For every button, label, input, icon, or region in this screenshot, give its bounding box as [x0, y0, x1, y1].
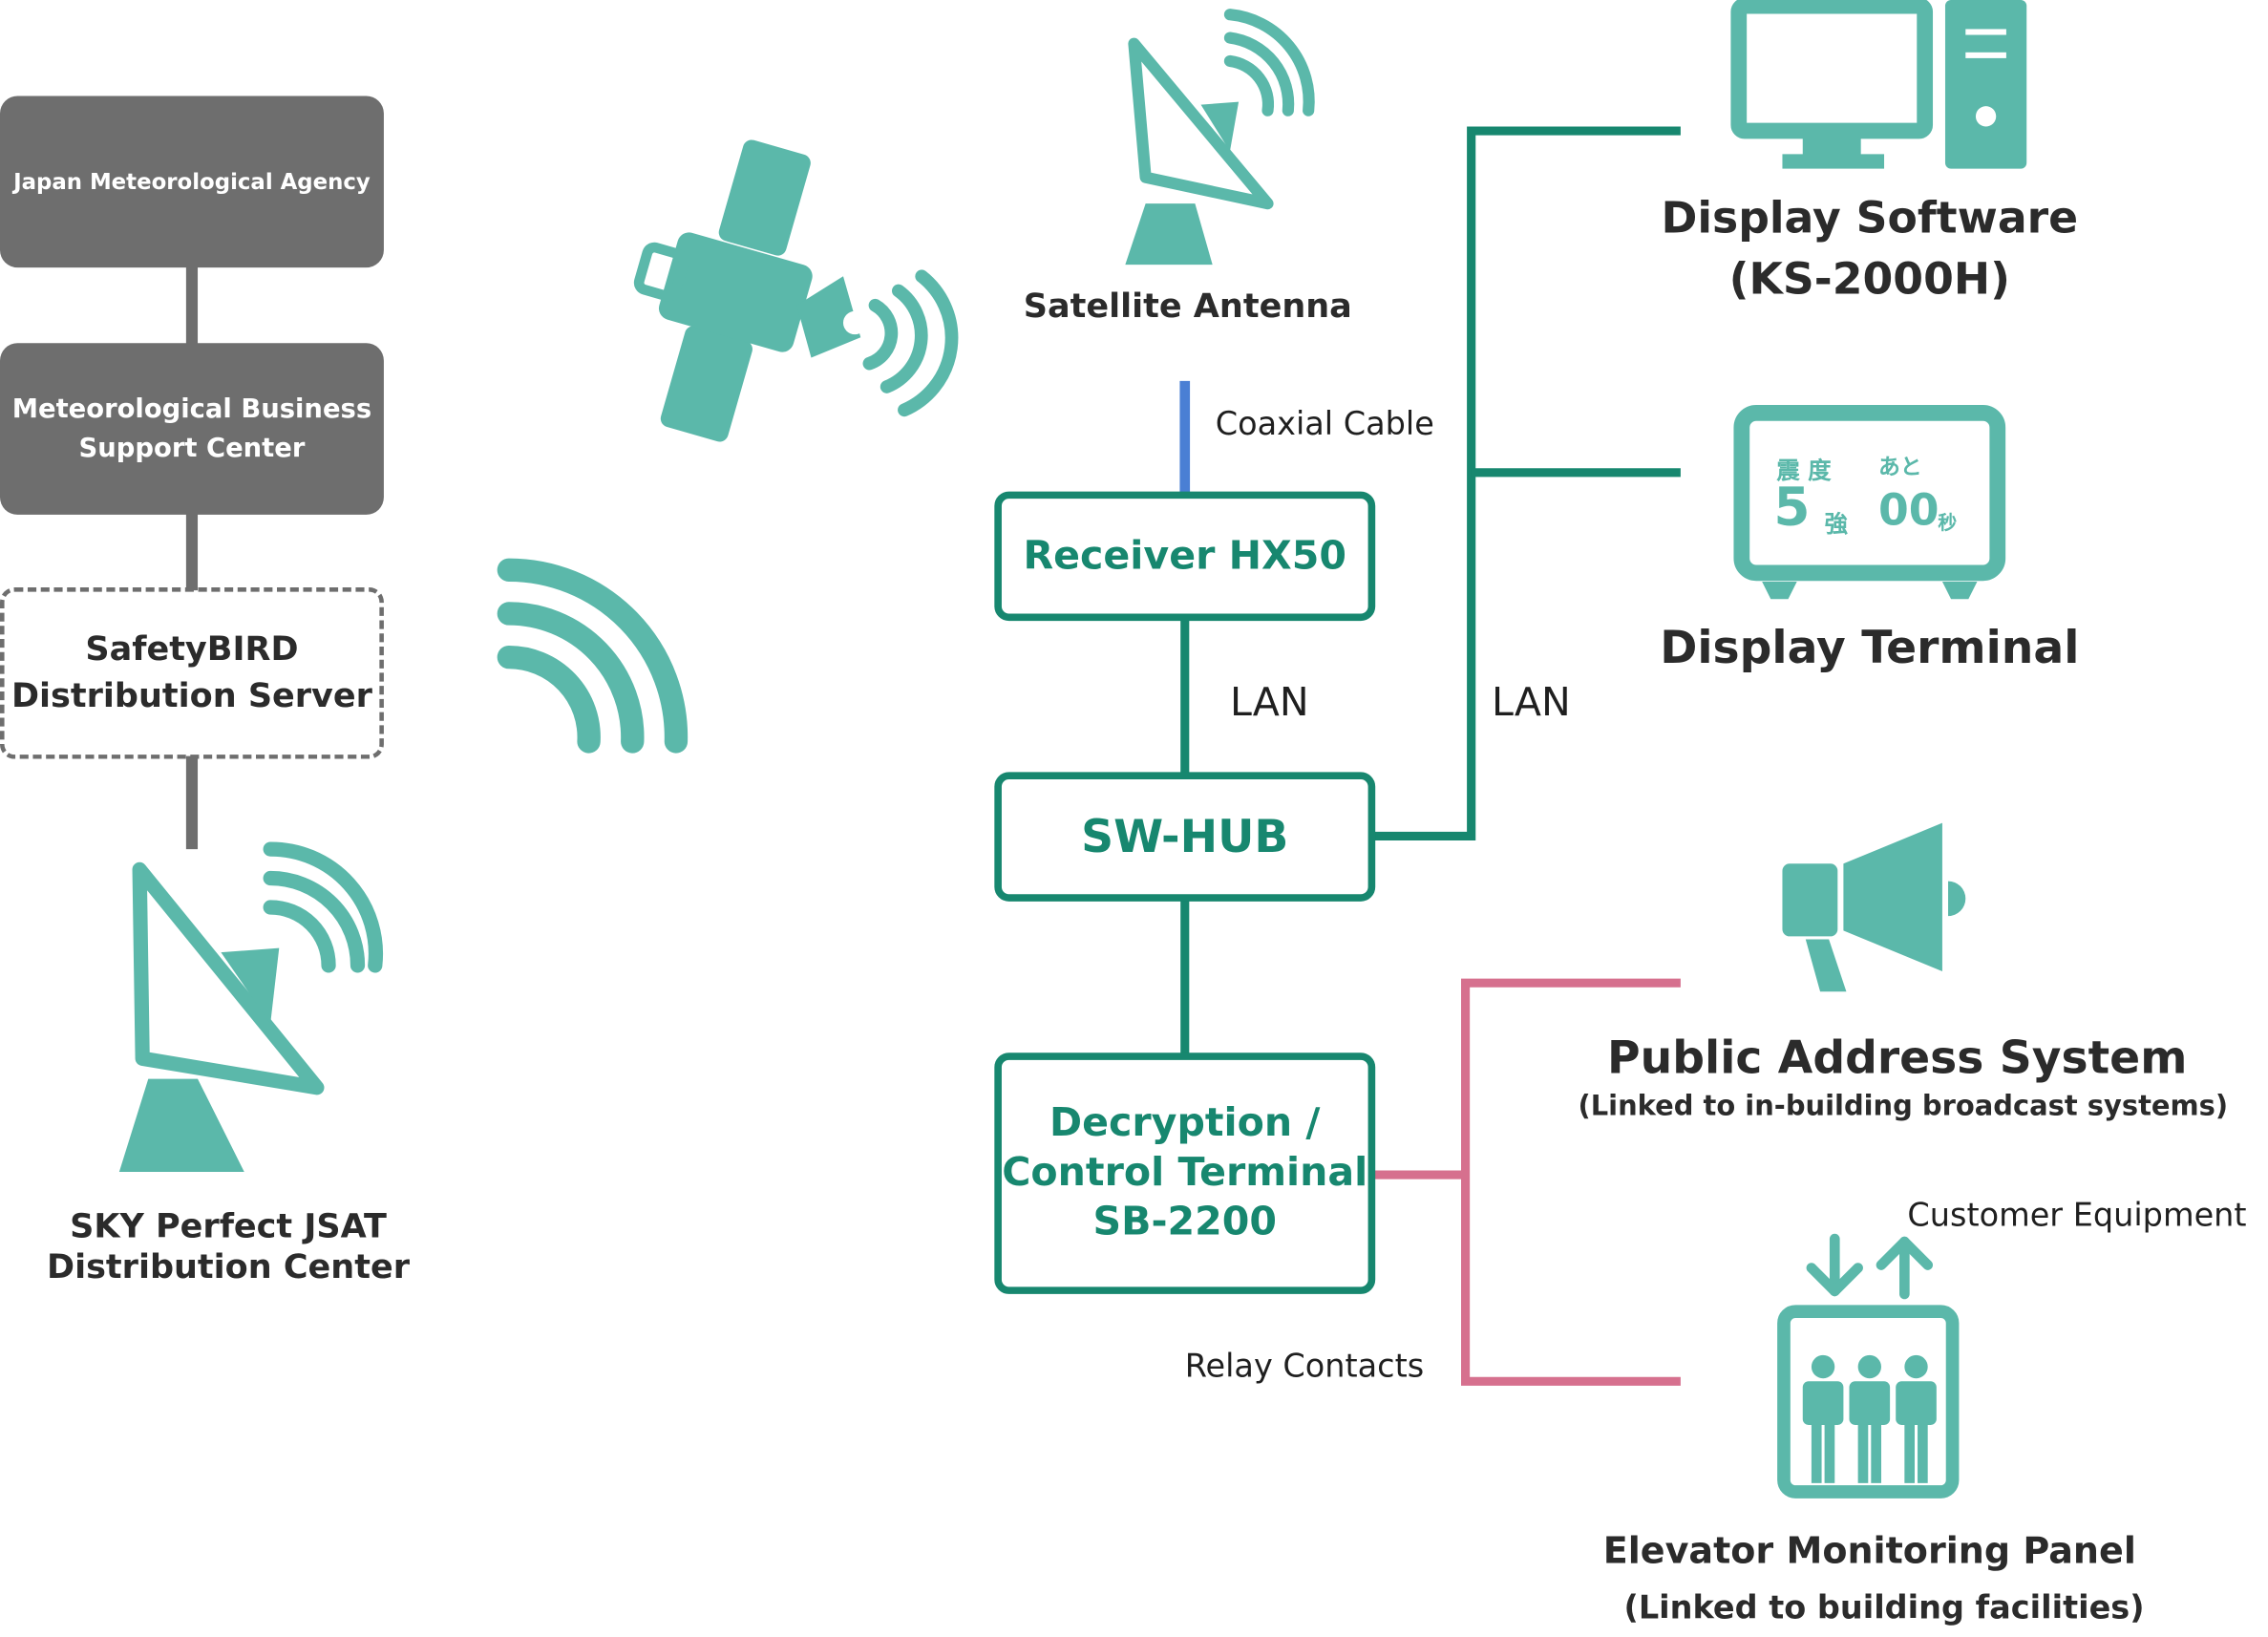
distribution-dish-icon [118, 841, 384, 1173]
mbsc-box: Meteorological Business Support Center [0, 343, 384, 515]
terminal-shindo-text: 震 度 [1776, 457, 1832, 484]
mbsc-line2: Support Center [78, 433, 306, 464]
control-terminal-box: Decryption / Control Terminal SB-2200 [994, 1052, 1376, 1294]
control-line2: Control Terminal [1002, 1150, 1368, 1196]
customer-equipment-label: Customer Equipment [1907, 1198, 2247, 1235]
display-terminal-label: Display Terminal [1660, 622, 2080, 675]
terminal-ato-text: あと [1877, 453, 1922, 480]
jma-label: Japan Meteorological Agency [13, 168, 371, 196]
terminal-seconds-text: 00 [1877, 485, 1939, 537]
elevator-icon [1777, 1233, 1960, 1499]
lan-lines [1180, 126, 1681, 1054]
lan-label-right: LAN [1491, 680, 1571, 726]
sw-hub-label: SW-HUB [1081, 810, 1289, 863]
elevator-panel-label: Elevator Monitoring Panel [1602, 1529, 2136, 1572]
satellite-antenna-icon [1125, 9, 1315, 266]
display-terminal-icon [1733, 404, 2006, 600]
center-line1: SKY Perfect JSAT [70, 1208, 387, 1246]
terminal-strength-text: 強 [1824, 510, 1848, 539]
pa-system-label: Public Address System [1607, 1031, 2188, 1085]
megaphone-icon [1782, 822, 1966, 992]
distribution-center-label: SKY Perfect JSAT Distribution Center [29, 1207, 427, 1288]
receiver-box: Receiver HX50 [994, 491, 1376, 622]
terminal-sec-unit-text: 秒 [1938, 513, 1958, 536]
coaxial-cable-label: Coaxial Cable [1215, 407, 1434, 444]
broadcast-waves-icon [497, 558, 689, 754]
terminal-level-text: 5 [1773, 478, 1811, 539]
receiver-label: Receiver HX50 [1023, 533, 1346, 579]
server-line2: Distribution Server [11, 677, 372, 716]
relay-contacts-label: Relay Contacts [1184, 1349, 1425, 1386]
sw-hub-box: SW-HUB [994, 772, 1376, 902]
control-line1: Decryption / [1049, 1100, 1321, 1146]
relay-lines [1373, 978, 1681, 1386]
control-line3: SB-2200 [1092, 1199, 1277, 1245]
elevator-panel-note: (Linked to building facilities) [1623, 1590, 2145, 1627]
pa-system-note: (Linked to in-building broadcast systems… [1578, 1090, 2229, 1123]
server-line1: SafetyBIRD [85, 630, 299, 670]
center-line2: Distribution Center [47, 1248, 410, 1287]
satellite-icon [633, 139, 959, 442]
display-software-label: Display Software (KS-2000H) [1658, 189, 2083, 311]
computer-icon [1730, 0, 2027, 169]
display-software-model: (KS-2000H) [1728, 254, 2010, 306]
jma-box: Japan Meteorological Agency [0, 96, 384, 268]
safetybird-server-box: SafetyBIRD Distribution Server [0, 587, 384, 759]
mbsc-line1: Meteorological Business [11, 393, 372, 425]
lan-label-left: LAN [1229, 680, 1309, 726]
satellite-antenna-label: Satellite Antenna [1023, 287, 1352, 327]
display-software-title: Display Software [1661, 193, 2079, 244]
